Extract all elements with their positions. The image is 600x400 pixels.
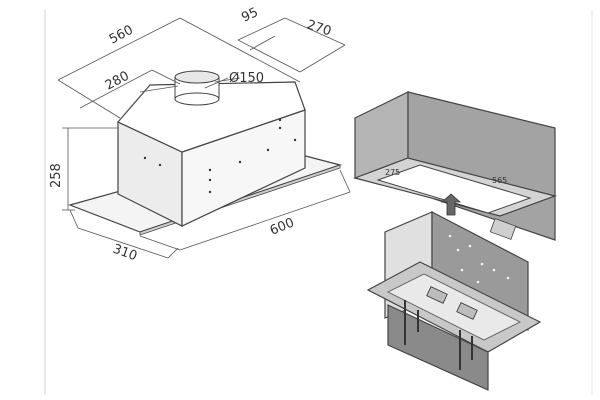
filter-grille-left <box>426 286 448 304</box>
dim-depth-top-a-label: 95 <box>239 5 260 26</box>
support-legs <box>404 300 473 370</box>
hood-dimension-drawing: 560 280 95 270 Ø150 258 600 310 <box>44 5 351 395</box>
hood-front-panel <box>387 304 489 391</box>
dim-duct-offset-label: 280 <box>103 69 132 94</box>
filter-grille-right <box>456 302 478 320</box>
dim-duct-diameter-label: Ø150 <box>229 71 264 86</box>
dim-depth-top-b-label: 270 <box>305 18 333 40</box>
hood-flange-inner <box>387 273 521 341</box>
dim-depth-label: 310 <box>111 242 139 265</box>
hood-vent-holes <box>448 234 510 284</box>
duct-collar <box>139 70 241 106</box>
dim-height-label: 258 <box>49 163 64 188</box>
cutout-length-label: 565 <box>492 176 507 185</box>
cutout-depth-label: 275 <box>385 168 400 177</box>
installation-illustration: 275 565 <box>353 91 558 391</box>
up-arrow-icon <box>440 193 462 216</box>
hood-side-panel <box>431 211 529 331</box>
motor-part <box>489 218 517 240</box>
dim-length-label: 560 <box>107 23 136 48</box>
dim-width-label: 600 <box>268 216 297 239</box>
dimension-lines <box>57 17 351 259</box>
mounting-holes <box>143 118 297 194</box>
